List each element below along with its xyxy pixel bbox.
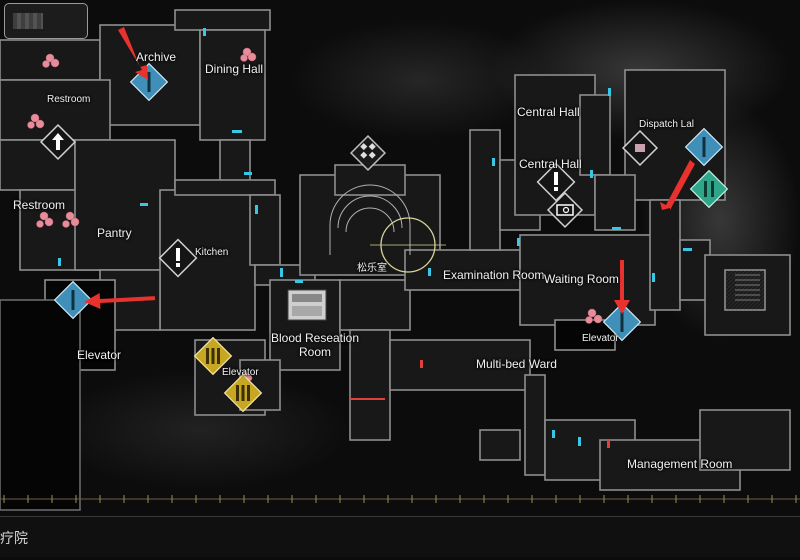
herb-icon xyxy=(27,47,603,382)
room-label-center: 松乐室 xyxy=(357,263,387,274)
room-label-elevator-mid: Elevator xyxy=(222,367,259,378)
room-label-waiting-room: Waiting Room xyxy=(544,272,619,286)
bottom-area-bar xyxy=(0,516,800,557)
room-label-blood-room: Blood Reseation Room xyxy=(270,331,360,359)
room-label-kitchen: Kitchen xyxy=(195,247,229,258)
room-label-pantry: Pantry xyxy=(97,226,132,240)
door-markers xyxy=(58,28,692,446)
typewriter-save-icon xyxy=(223,373,263,413)
teal-door-icon xyxy=(689,169,729,209)
room-label-central-hall-2: Central Hall xyxy=(519,157,582,171)
crosshair-icon xyxy=(370,217,446,273)
room-label-restroom-left: Restroom xyxy=(13,198,66,212)
alert-icon xyxy=(158,238,198,278)
blood-machine-icon xyxy=(287,289,327,321)
room-label-management-room: Management Room xyxy=(627,457,733,471)
elevator-icon xyxy=(602,302,642,342)
room-label-dining-hall: Dining Hall xyxy=(205,62,264,76)
alert-icon xyxy=(536,162,576,202)
room-label-restroom-top: Restroom xyxy=(47,94,91,105)
pointer-arrow xyxy=(84,27,695,314)
elevator-icon xyxy=(53,280,93,320)
room-label-elevator-right: Elevator xyxy=(582,333,619,344)
puzzle-icon xyxy=(349,134,387,172)
area-title-box xyxy=(4,3,88,39)
room-label-multibed-ward: Multi-bed Ward xyxy=(476,357,557,371)
spiral-staircase xyxy=(329,184,411,255)
area-name: 疗院 xyxy=(0,531,28,547)
item-icon xyxy=(621,129,659,167)
map-walls xyxy=(0,9,791,511)
room-label-examination-room: Examination Room xyxy=(443,268,545,282)
room-label-elevator-left: Elevator xyxy=(77,348,122,362)
blurred-text xyxy=(13,13,43,29)
room-label-central-hall-1: Central Hall xyxy=(517,105,580,119)
room-label-archive: Archive xyxy=(136,50,177,64)
safe-icon xyxy=(546,191,584,229)
typewriter-save-icon xyxy=(193,336,233,376)
up-arrow-icon xyxy=(39,123,77,161)
room-label-dispatch: Dispatch Lal xyxy=(639,119,695,130)
elevator-icon xyxy=(684,127,724,167)
